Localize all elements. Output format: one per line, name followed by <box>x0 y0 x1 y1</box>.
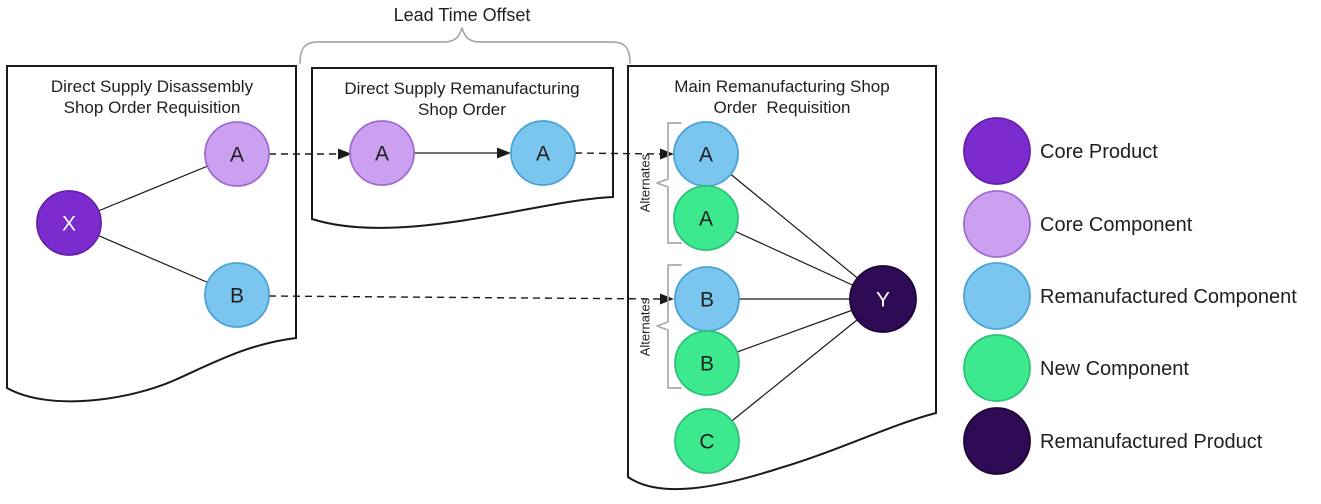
link-c-to-y <box>706 298 884 442</box>
alternates-label-a: Alternates <box>638 153 653 212</box>
node-b-reman-component-p1 <box>204 262 270 328</box>
legend-swatch-new-component <box>963 334 1031 402</box>
arrowhead-a-p1-to-p2 <box>338 148 352 160</box>
arrowhead-a-p2-to-p3 <box>660 148 674 160</box>
panel3-title-line1: Main Remanufacturing Shop <box>674 77 889 96</box>
legend-label-reman-component: Remanufactured Component <box>1040 286 1297 308</box>
alternates-bracket-b <box>656 264 682 389</box>
link-a-reman-to-y <box>705 153 884 300</box>
legend-label-new-component: New Component <box>1040 358 1189 380</box>
legend-swatch-core-product <box>963 117 1031 185</box>
node-a-new-component-p3 <box>673 185 739 251</box>
node-x-core-product <box>36 190 102 256</box>
node-a-core-p2-label: A <box>375 143 389 166</box>
legend-label-core-component: Core Component <box>1040 214 1193 236</box>
alternates-bracket-a <box>656 122 682 244</box>
node-y-reman-product <box>849 265 917 333</box>
panel3-title-line2: Order Requisition <box>713 98 850 117</box>
node-a-core-component-p2 <box>349 120 415 186</box>
node-b-new-component-p3 <box>674 330 740 396</box>
panel1-title-line2: Shop Order Requisition <box>64 98 241 117</box>
dashed-link-a-p2-to-p3 <box>574 152 661 155</box>
arrowhead-b-p1-to-p3 <box>660 293 674 305</box>
node-a-p1-label: A <box>230 144 244 167</box>
lead-time-offset-label: Lead Time Offset <box>394 5 531 25</box>
panel2-title-line2: Shop Order <box>418 100 506 119</box>
legend-label-core-product: Core Product <box>1040 141 1158 163</box>
node-a-reman-p2-label: A <box>536 143 550 166</box>
node-b-reman-p3-label: B <box>700 289 714 312</box>
node-c-p3-label: C <box>699 431 714 454</box>
node-a-core-component-p1 <box>204 121 270 187</box>
panel2-title-line1: Direct Supply Remanufacturing <box>344 79 579 98</box>
panel1-title-line1: Direct Supply Disassembly <box>51 77 254 96</box>
alternates-label-b: Alternates <box>638 297 653 356</box>
node-a-reman-component-p2 <box>510 120 576 186</box>
node-a-new-p3-label: A <box>699 208 713 231</box>
node-a-reman-p3-label: A <box>699 144 713 167</box>
legend-swatch-reman-component <box>963 262 1031 330</box>
panel-shape-remanufacturing-shop-order <box>311 67 614 229</box>
legend-swatch-reman-product <box>963 407 1031 475</box>
node-b-p1-label: B <box>230 285 244 308</box>
node-y-label: Y <box>876 289 890 312</box>
lead-time-offset-brace <box>299 27 631 64</box>
legend-swatch-core-component <box>963 190 1031 258</box>
node-c-new-component-p3 <box>674 408 740 474</box>
dashed-link-b-p1-to-p3 <box>268 295 661 300</box>
node-x-label: X <box>62 213 76 236</box>
legend-label-reman-product: Remanufactured Product <box>1040 431 1263 453</box>
node-b-new-p3-label: B <box>700 353 714 376</box>
arrowhead-a-core-to-a-reman <box>497 147 511 159</box>
